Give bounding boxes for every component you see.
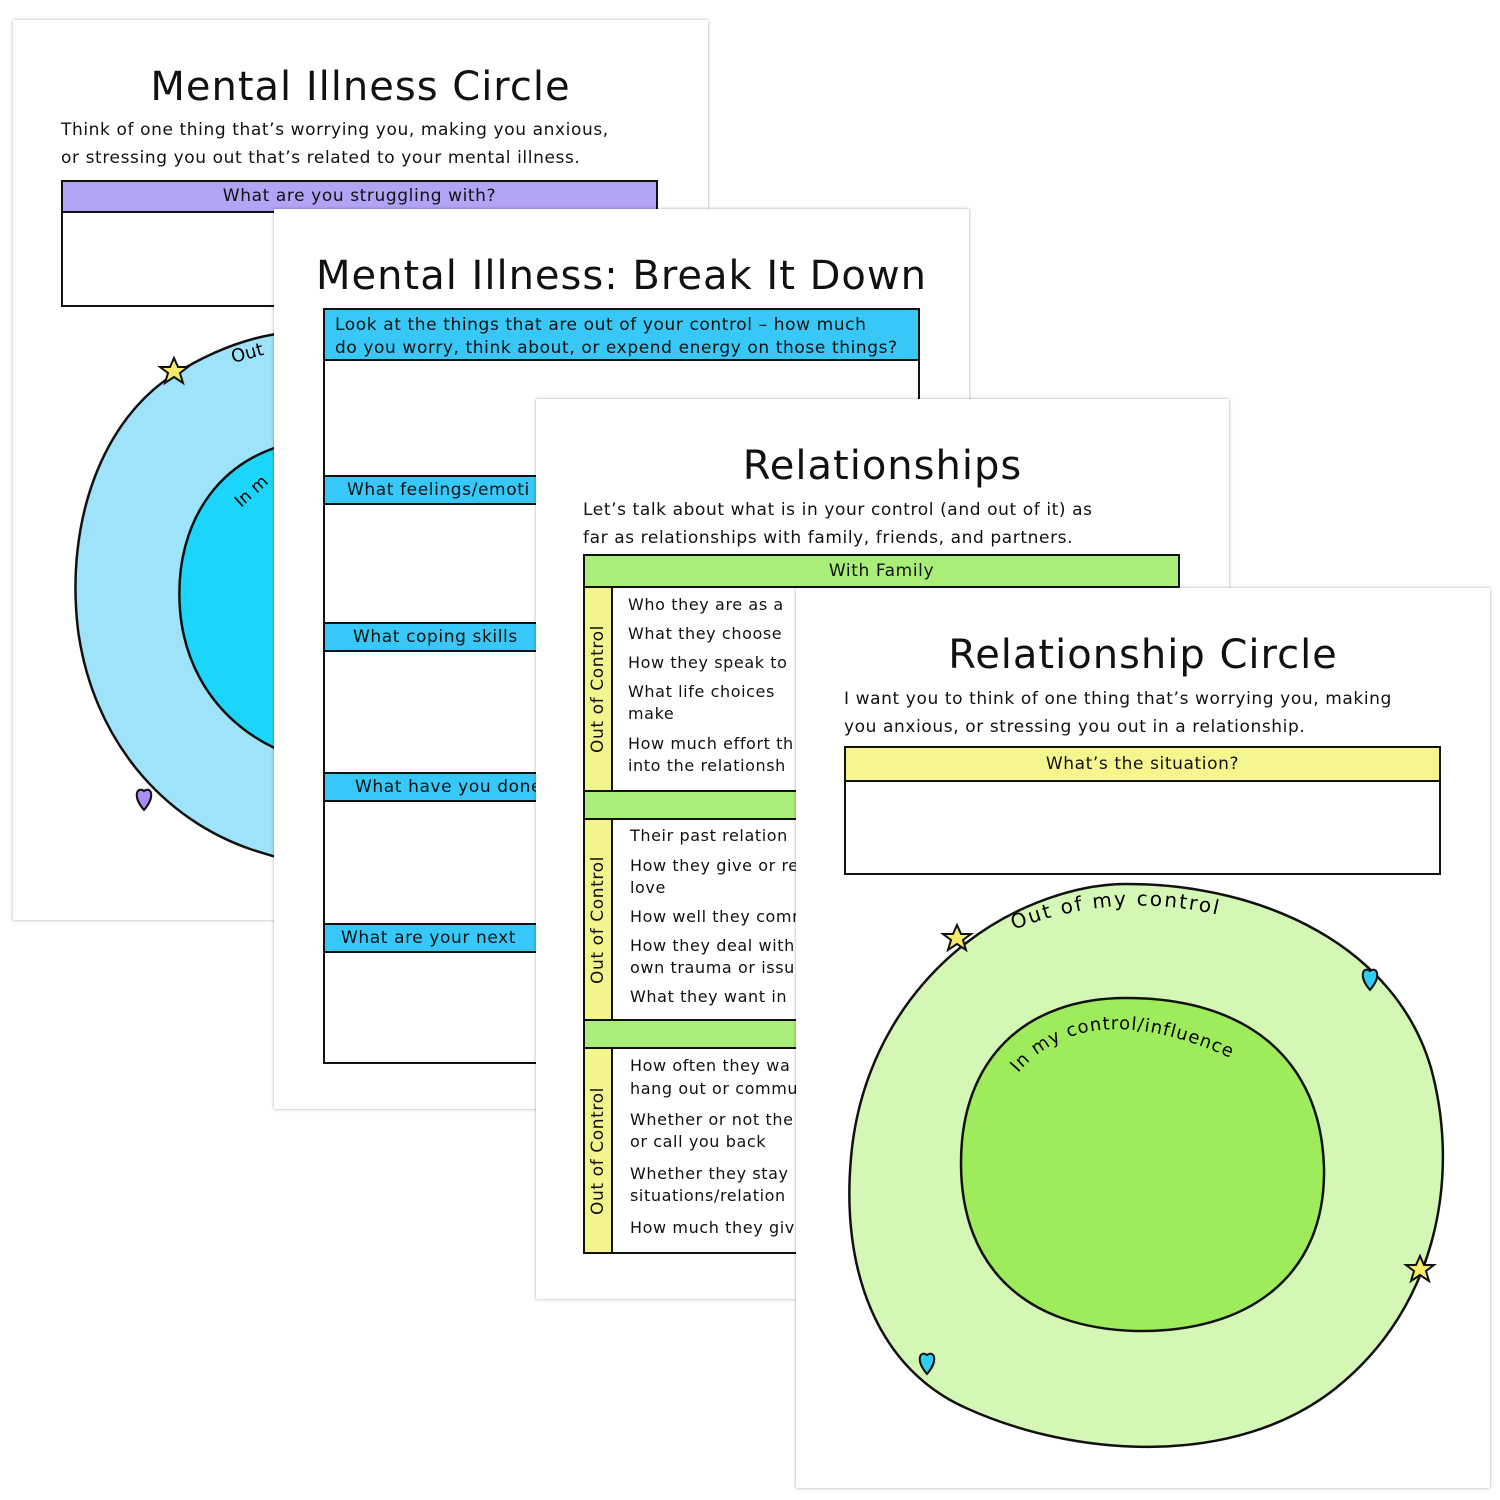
list-item: How often they wa [630,1056,791,1075]
prompt-line: do you worry, think about, or expend ene… [335,338,898,358]
list-item: How they give or re [630,856,799,875]
heart-icon [135,788,153,812]
page-title: Relationships [742,443,1023,489]
list-item: or call you back [630,1132,767,1151]
list-item: What they want in [630,987,788,1006]
situation-question-header: What’s the situation? [844,746,1441,782]
prompt-out-of-control-worry: Look at the things that are out of your … [323,308,920,361]
star-icon [1403,1253,1437,1284]
intro-line: you anxious, or stressing you out in a r… [844,717,1306,737]
page-title: Mental Illness: Break It Down [316,253,927,299]
list-item: Whether or not the [630,1110,794,1129]
list-item: How they deal with [630,936,795,955]
out-of-control-label: Out of Control [583,818,613,1021]
heart-icon [1361,968,1379,992]
out-of-control-label: Out of Control [583,1047,613,1254]
intro-text: I want you to think of one thing that’s … [844,685,1392,741]
list-item: love [630,878,666,897]
list-item: situations/relation [630,1186,786,1205]
control-circle-diagram: Out of my control In my control/influenc… [848,882,1445,1449]
list-item: How much they give [630,1218,806,1237]
intro-text: Think of one thing that’s worrying you, … [61,116,609,172]
intro-line: far as relationships with family, friend… [583,528,1074,548]
list-item: How they speak to [628,653,788,672]
intro-line: I want you to think of one thing that’s … [844,689,1392,709]
intro-line: Let’s talk about what is in your control… [583,500,1093,520]
list-item: How much effort th [628,734,794,753]
inner-circle-in-control [959,996,1326,1333]
list-item: hang out or commu [630,1079,799,1098]
prompt-line: Look at the things that are out of your … [335,315,867,335]
intro-text: Let’s talk about what is in your control… [583,496,1093,552]
list-item: Who they are as a [628,595,784,614]
intro-line: or stressing you out that’s related to y… [61,148,581,168]
worksheet-relationship-circle: Relationship Circle I want you to think … [796,588,1490,1488]
section-header-family: With Family [583,554,1180,588]
intro-line: Think of one thing that’s worrying you, … [61,120,609,140]
list-item: What life choices [628,682,775,701]
out-of-control-label: Out of Control [583,586,613,792]
list-item: make [628,704,675,723]
struggle-question-header: What are you struggling with? [61,180,658,213]
star-icon [157,355,191,386]
page-title: Relationship Circle [948,632,1338,678]
list-item: Whether they stay [630,1164,789,1183]
page-title: Mental Illness Circle [150,64,571,110]
list-item: How well they comm [630,907,809,926]
list-item: Their past relation [630,826,788,845]
star-icon [940,922,974,953]
list-item: own trauma or issu [630,958,795,977]
list-item: into the relationsh [628,756,786,775]
list-item: What they choose [628,624,783,643]
heart-icon [918,1352,936,1376]
